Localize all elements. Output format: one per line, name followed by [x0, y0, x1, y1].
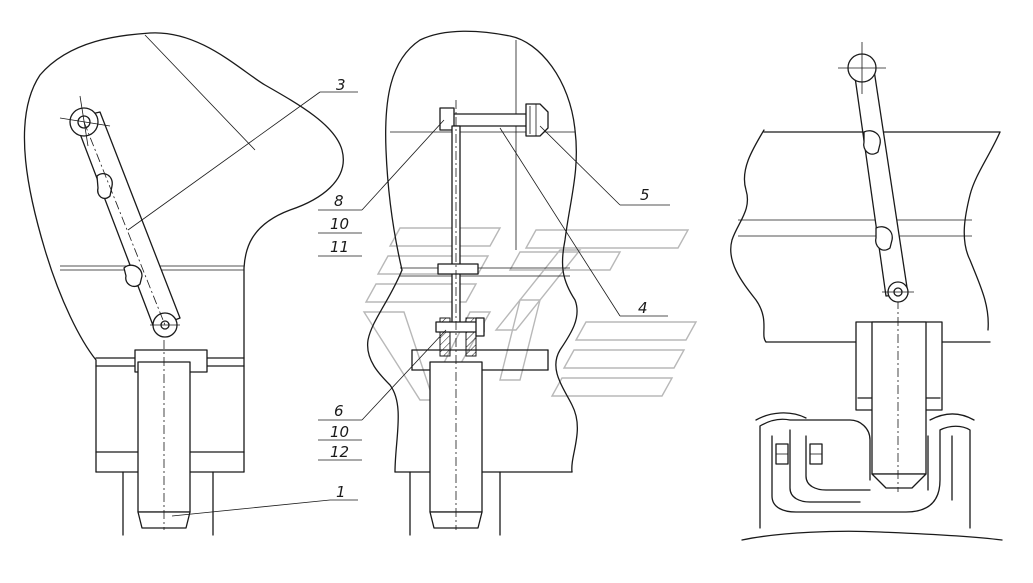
callout-5: 5: [640, 186, 650, 204]
logo-watermark: [362, 227, 698, 401]
left-view: [23, 32, 358, 536]
ground-line: [741, 530, 1003, 541]
lever-arm-right: [853, 69, 909, 297]
lever-arm: [73, 111, 181, 329]
bolt: [445, 113, 539, 127]
body-outline: [23, 32, 344, 473]
stack-upper-2: 10: [330, 215, 349, 233]
callout-1: 1: [336, 483, 346, 501]
body-outline-middle: [385, 30, 578, 473]
locking-pin-right: [871, 321, 927, 475]
middle-view: [318, 30, 670, 536]
stack-lower-2: 10: [330, 423, 349, 441]
stack-upper-1: 8: [334, 192, 344, 210]
callout-4: 4: [638, 299, 648, 317]
stack-lower-3: 12: [330, 443, 349, 461]
upper-panel: [730, 129, 767, 343]
right-view: [730, 42, 1003, 541]
stack-lower-1: 6: [334, 402, 344, 420]
stack-upper-3: 11: [330, 238, 349, 256]
callout-3: 3: [336, 76, 346, 94]
u-bracket: [759, 418, 871, 529]
